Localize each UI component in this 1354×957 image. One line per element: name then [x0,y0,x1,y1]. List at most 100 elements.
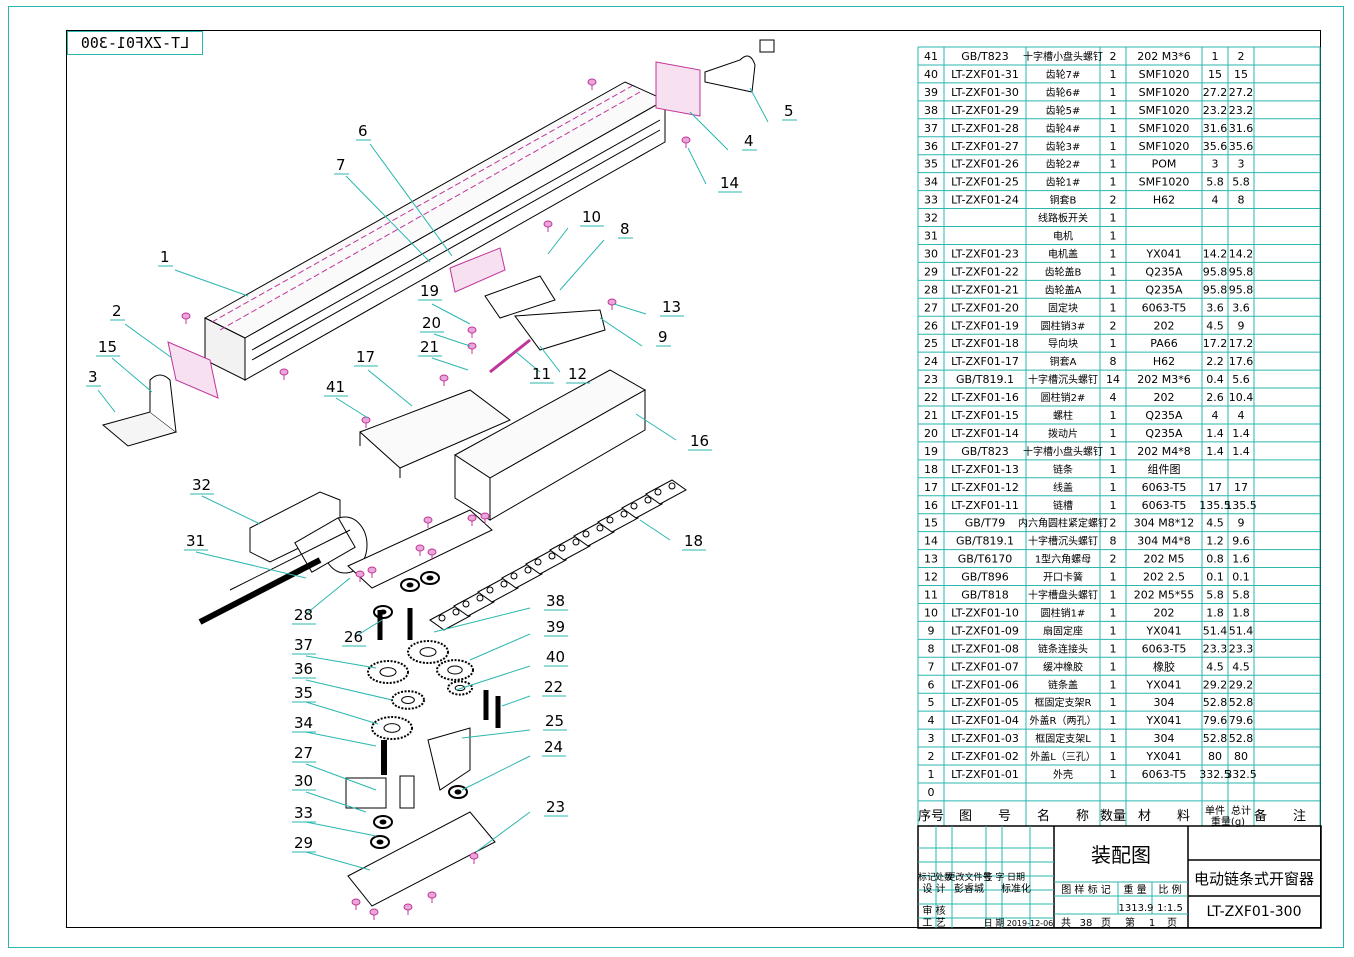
bom-header: 备 注 [1254,808,1306,824]
bom-cell: 1 [1110,122,1117,135]
bom-cell: LT-ZXF01-21 [951,283,1019,296]
bom-cell: PA66 [1150,337,1177,350]
bom-cell: 8 [1110,535,1117,548]
leader-line [455,665,531,691]
total-prefix: 共 [1061,917,1071,929]
bom-cell: 4.5 [1206,517,1224,530]
callout-31: 31 [186,532,205,550]
bom-cell: 1.4 [1206,445,1224,458]
bom-cell: 9 [1238,517,1245,530]
bom-cell: 0.1 [1206,571,1224,584]
bom-cell: LT-ZXF01-06 [951,678,1019,691]
bom-header: 数量 [1100,809,1126,824]
bom-cell: 0.8 [1206,553,1224,566]
bom-cell: 1 [1110,499,1117,512]
bom-cell: 332.5 [1225,768,1257,781]
revision-label: 标记 [918,871,936,883]
bom-cell: 框固定支架L [1035,732,1091,745]
bom-cell: 0 [928,786,935,799]
bom-cell: 51.4 [1203,624,1228,637]
bom-cell: LT-ZXF01-12 [951,481,1019,494]
bom-cell: 40 [924,68,938,81]
bom-cell: 线盖 [1053,481,1073,494]
bom-cell: 17.2 [1229,337,1254,350]
bom-cell: 1.2 [1206,535,1224,548]
bom-cell: YX041 [1145,714,1181,727]
bom-cell: 30 [924,247,938,260]
leader-line [635,413,677,441]
bom-cell: 15 [1208,68,1222,81]
bom-cell: 29.2 [1203,678,1228,691]
bom-cell: 外盖R（两孔） [1030,714,1097,727]
bom-cell: 18 [924,463,938,476]
bom-cell: 5.8 [1206,176,1224,189]
bom-cell: 2.6 [1206,391,1224,404]
leader-line [613,303,647,315]
bom-cell: 1.4 [1206,427,1224,440]
weight-value: 1313.9 [1119,903,1154,914]
bom-cell: 23.3 [1229,642,1254,655]
bom-cell: 3.6 [1206,301,1224,314]
bom-cell: YX041 [1145,750,1181,763]
bom-cell: 1 [1110,265,1117,278]
bom-cell: 十字槽小盘头螺钉 [1023,50,1103,63]
revision-label: 处数 [935,871,953,883]
bom-cell: 20 [924,427,938,440]
bom-cell: LT-ZXF01-14 [951,427,1019,440]
bom-cell: LT-ZXF01-24 [951,194,1019,207]
bom-cell: 圆柱销3# [1041,319,1086,332]
bom-cell: 1 [1110,481,1117,494]
bom-cell: 15 [1234,68,1248,81]
bom-cell: 5.6 [1232,373,1250,386]
bom-cell: LT-ZXF01-08 [951,642,1019,655]
bom-cell: 1 [1110,427,1117,440]
bom-cell: 31.6 [1203,122,1228,135]
leader-line [305,791,367,813]
callout-40: 40 [546,648,565,666]
bom-cell: 6063-T5 [1142,768,1187,781]
line-cover [359,389,511,478]
bom-cell: 37 [924,122,938,135]
bom-cell: GB/T823 [961,445,1009,458]
bom-cell: 95.8 [1203,283,1228,296]
bom-cell: 齿轮盖A [1045,283,1082,296]
bom-cell: H62 [1153,194,1175,207]
leader-line [369,143,453,257]
bom-cell: 39 [924,86,938,99]
bom-cell: 202 [1154,391,1175,404]
callout-2: 2 [112,302,122,320]
bom-cell: LT-ZXF01-09 [951,624,1019,637]
revision-label: 更改文件号 [946,871,991,883]
leader-line [195,551,307,579]
end-cap-left [101,341,219,447]
bom-cell: 35 [924,158,938,171]
leader-line [431,303,471,325]
bom-cell: 1 [1110,158,1117,171]
bom-cell: 1 [1110,750,1117,763]
bom-cell: 10.4 [1229,391,1254,404]
bom-cell: 32 [924,212,938,225]
bom-cell: 36 [924,140,938,153]
scale-value: 1:1.5 [1157,903,1183,914]
bom-cell: 79.6 [1229,714,1254,727]
bom-cell: 导向块 [1048,337,1078,350]
bom-cell: 19 [924,445,938,458]
bom-cell: LT-ZXF01-17 [951,355,1019,368]
bom-cell: 202 M3*6 [1137,50,1190,63]
bom-cell: 1 [1110,247,1117,260]
leader-line [305,655,377,669]
leader-line [433,607,531,633]
motor-and-pcb [198,491,368,625]
bom-cell: 外盖L（三孔） [1030,750,1096,763]
